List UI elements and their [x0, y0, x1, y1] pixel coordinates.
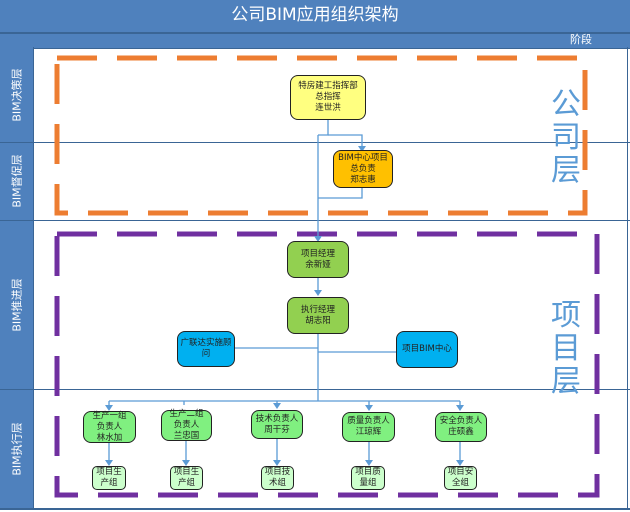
- arrow-head: [105, 460, 113, 466]
- node-text: 项目生 产组: [96, 467, 122, 488]
- phase-bar: [0, 33, 630, 49]
- node-text: 执行经理 胡志阳: [300, 304, 335, 326]
- node-lead-production-2[interactable]: 生产二组 负责人 兰忠国: [161, 409, 212, 441]
- frame-border-right: [627, 47, 628, 509]
- connector: [318, 120, 329, 136]
- node-text: 生产二组 负责人 兰忠国: [169, 409, 204, 441]
- page-title: 公司BIM应用组织架构: [231, 5, 399, 25]
- phase-label: 阶段: [570, 33, 592, 46]
- node-text: 广联达实施顾 问: [180, 338, 232, 359]
- node-commander[interactable]: 特房建工指挥部 总指挥 连世洪: [290, 75, 366, 120]
- lane-divider: [0, 220, 630, 221]
- arrow-head: [358, 146, 366, 152]
- arrow-head: [365, 405, 373, 411]
- node-team-technical[interactable]: 项目技 术组: [261, 466, 294, 490]
- node-team-quality[interactable]: 项目质 量组: [351, 466, 385, 490]
- arrow-head: [456, 405, 464, 411]
- node-text: BIM中心项目 总负责 郑志惠: [338, 152, 388, 185]
- node-text: 安全负责人 庄硕鑫: [439, 416, 483, 437]
- node-team-production-2[interactable]: 项目生 产组: [170, 466, 203, 490]
- node-project-bim-center[interactable]: 项目BIM中心: [396, 331, 458, 368]
- arrow-head: [273, 403, 281, 409]
- arrow-head: [273, 460, 281, 466]
- node-project-manager[interactable]: 项目经理 余新娅: [287, 241, 349, 278]
- lane-header-column: [0, 47, 34, 509]
- node-text: 项目BIM中心: [402, 344, 452, 354]
- frame-border-bottom: [0, 508, 630, 510]
- node-text: 项目质 量组: [355, 467, 381, 488]
- arrow-head: [365, 460, 373, 466]
- node-team-production-1[interactable]: 项目生 产组: [92, 466, 126, 490]
- connector: [328, 134, 363, 147]
- node-consultant[interactable]: 广联达实施顾 问: [177, 331, 235, 367]
- arrow-head: [182, 460, 190, 466]
- node-text: 项目技 术组: [264, 467, 291, 488]
- node-lead-safety[interactable]: 安全负责人 庄硕鑫: [435, 412, 487, 442]
- node-bim-center-head[interactable]: BIM中心项目 总负责 郑志惠: [333, 150, 393, 188]
- node-team-safety[interactable]: 项目安 全组: [444, 466, 477, 490]
- node-lead-production-1[interactable]: 生产一组 负责人 林水加: [83, 411, 136, 443]
- arrow-head: [314, 236, 322, 242]
- company-layer-label: 公 司 层: [551, 87, 581, 188]
- node-text: 技术负责人 周干芬: [255, 413, 299, 435]
- node-lead-technical[interactable]: 技术负责人 周干芬: [251, 410, 303, 439]
- company-group-frame: [54, 55, 588, 216]
- node-text: 项目经理 余新娅: [300, 248, 335, 270]
- arrow-head: [105, 405, 113, 411]
- node-text: 项目生 产组: [173, 467, 200, 488]
- node-text: 特房建工指挥部 总指挥 连世洪: [298, 81, 358, 113]
- node-lead-quality[interactable]: 质量负责人 江琼辉: [342, 412, 395, 442]
- node-text: 生产一组 负责人 林水加: [92, 410, 127, 443]
- connector: [318, 188, 363, 199]
- node-executive-manager[interactable]: 执行经理 胡志阳: [287, 297, 349, 334]
- node-text: 质量负责人 江琼辉: [347, 416, 390, 437]
- lane-divider: [0, 389, 630, 390]
- arrow-head: [314, 290, 322, 296]
- project-layer-label: 项 目 层: [551, 298, 581, 399]
- lane-divider: [0, 142, 630, 143]
- title-bar: [0, 0, 630, 33]
- project-group-frame: [54, 231, 600, 498]
- node-text: 项目安 全组: [447, 467, 474, 488]
- arrow-head: [456, 460, 464, 466]
